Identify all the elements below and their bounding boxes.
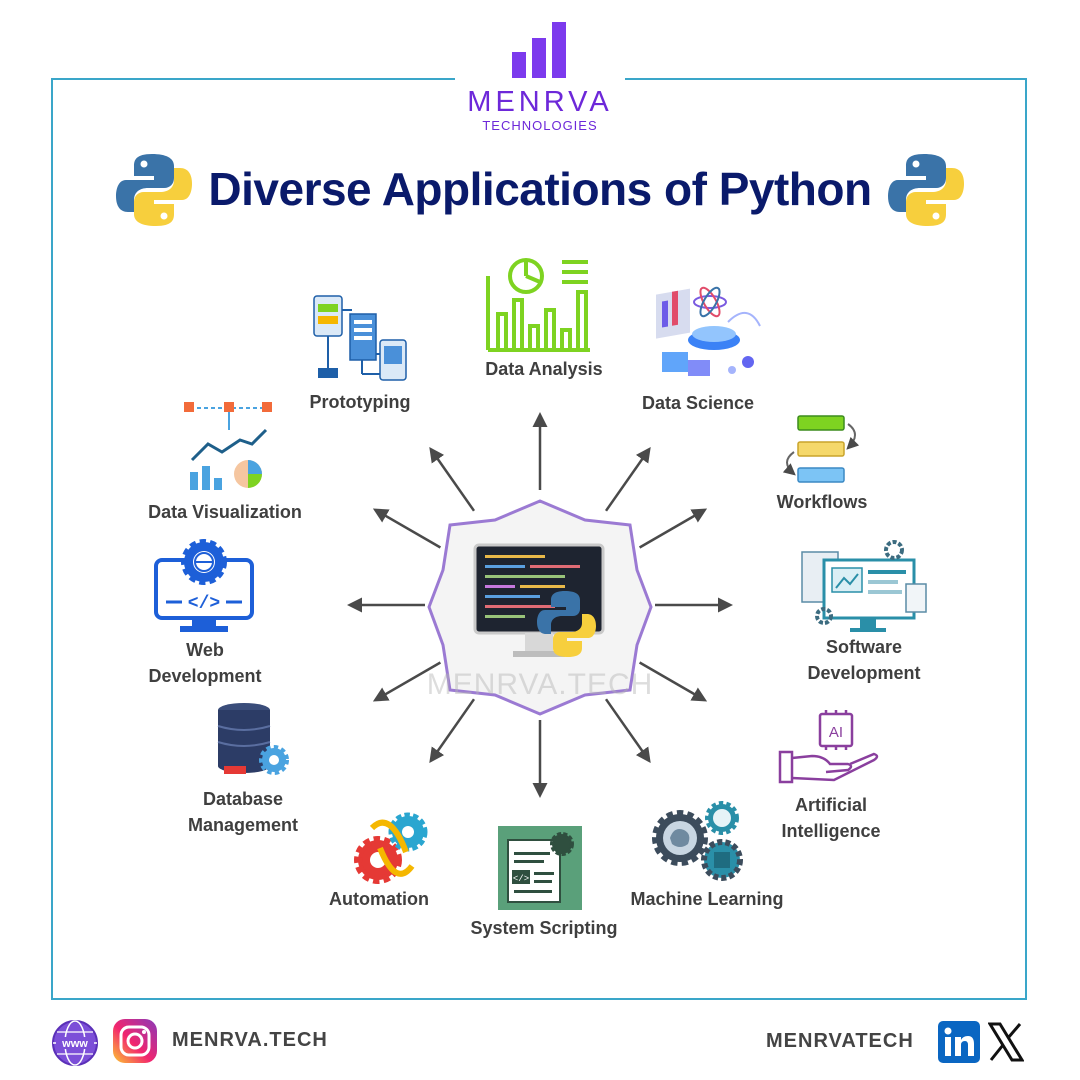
footer-left-handle: MENRVA.TECH [172, 1029, 328, 1051]
automation-gears-icon [354, 812, 428, 884]
watermark: MENRVA.TECH [426, 668, 654, 701]
instagram-icon[interactable] [112, 1018, 158, 1064]
x-twitter-icon[interactable] [988, 1022, 1024, 1062]
label-data-analysis: Data Analysis [485, 359, 603, 379]
web-development-icon: </> [154, 539, 254, 632]
footer-right-handle: MENRVATECH [766, 1030, 914, 1052]
svg-text:AI: AI [829, 724, 843, 741]
linkedin-icon[interactable] [938, 1021, 980, 1063]
brand-logo-icon [512, 22, 572, 78]
bar-chart-icon [486, 258, 590, 352]
machine-learning-gears-icon [652, 801, 743, 881]
script-scroll-icon: </> [498, 826, 582, 910]
python-logo-icon [116, 154, 192, 226]
data-science-icon [656, 286, 761, 376]
label-data-visualization: Data Visualization [148, 502, 302, 522]
svg-text:</>: </> [188, 594, 220, 614]
label-data-science: Data Science [641, 393, 755, 413]
label-workflows: Workflows [776, 492, 868, 512]
brand-subtitle: TECHNOLOGIES [482, 118, 598, 133]
data-visualization-icon [184, 402, 272, 490]
workflow-icon [782, 415, 860, 483]
frame-gap [455, 70, 625, 90]
python-logo-icon [888, 154, 964, 226]
label-machine-learning: Machine Learning [630, 889, 784, 909]
website-globe-icon[interactable]: www [50, 1018, 100, 1068]
arrow-automation [429, 698, 476, 764]
arrow-artificial-intelligence [638, 661, 708, 702]
label-system-scripting: System Scripting [470, 918, 618, 938]
ai-hand-icon: AI [778, 710, 879, 784]
label-database-management: Database Management [187, 789, 299, 835]
label-software-development: Software Development [807, 637, 921, 683]
label-artificial-intelligence: Artificial Intelligence [781, 795, 881, 841]
software-development-icon [801, 540, 927, 632]
page-title: Diverse Applications of Python [208, 163, 872, 215]
label-automation: Automation [329, 889, 429, 909]
database-icon [217, 703, 289, 775]
brand-name: MENRVA [467, 86, 613, 118]
www-text: www [61, 1038, 88, 1050]
label-prototyping: Prototyping [309, 392, 411, 412]
arrow-workflows [638, 508, 708, 549]
svg-text:</>: </> [513, 874, 529, 884]
arrow-database-management [372, 661, 442, 702]
label-web-development: Web Development [148, 640, 262, 686]
arrow-data-visualization [372, 508, 442, 549]
arrow-machine-learning [604, 698, 651, 764]
arrow-prototyping [429, 446, 476, 512]
center-computer-icon [427, 499, 653, 716]
arrow-data-science [604, 446, 651, 512]
prototyping-icon [313, 295, 407, 381]
